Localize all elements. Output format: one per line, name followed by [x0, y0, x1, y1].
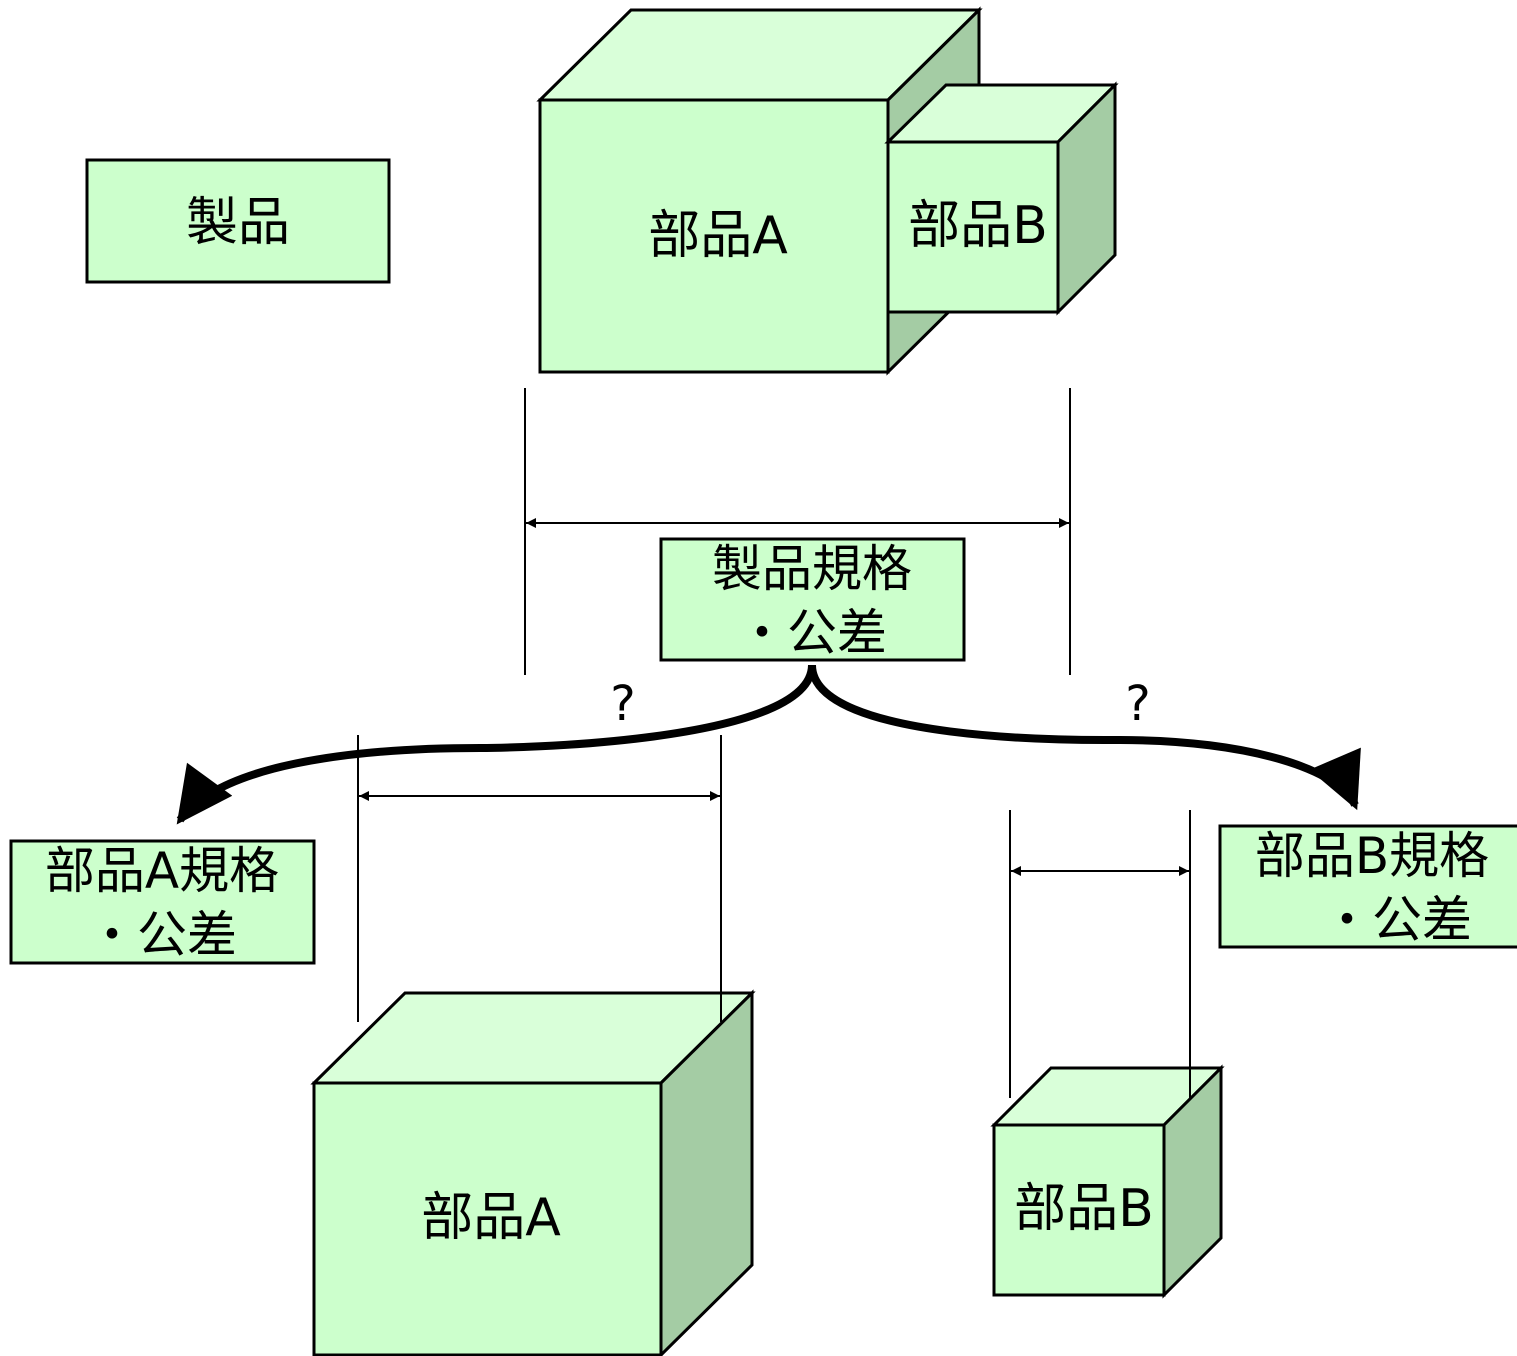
product-spec-box: 製品規格 ・公差 — [659, 537, 966, 662]
product-dimension — [524, 388, 1071, 675]
part-a-spec-line1: 部品A規格 — [45, 842, 279, 900]
part-a-spec-box: 部品A規格 ・公差 — [9, 839, 316, 965]
assembly-part-a-label: 部品A — [648, 206, 788, 266]
question-mark-left: ? — [610, 676, 635, 732]
part-b-spec-line1: 部品B規格 — [1255, 827, 1489, 885]
part-a-cube: 部品A — [310, 989, 756, 1356]
allocation-arrow-right — [808, 664, 1361, 811]
part-a-spec-line2: ・公差 — [87, 906, 237, 964]
product-label-box: 製品 — [85, 158, 391, 284]
assembly-part-b-cube: 部品B — [884, 81, 1119, 316]
part-b-cube: 部品B — [990, 1064, 1225, 1299]
part-b-label: 部品B — [1014, 1179, 1154, 1239]
question-mark-right: ? — [1125, 676, 1150, 732]
part-a-dimension — [357, 735, 722, 1022]
assembly-part-b-label: 部品B — [908, 196, 1048, 256]
part-b-spec-line2: ・公差 — [1322, 891, 1472, 949]
part-b-dimension — [1009, 810, 1191, 1098]
product-spec-line2: ・公差 — [737, 604, 887, 662]
allocation-arrow-left — [176, 664, 816, 825]
product-label: 製品 — [186, 193, 290, 253]
part-b-spec-box: 部品B規格 ・公差 — [1218, 824, 1517, 949]
part-a-label: 部品A — [421, 1188, 561, 1248]
product-spec-line1: 製品規格 — [712, 540, 912, 598]
